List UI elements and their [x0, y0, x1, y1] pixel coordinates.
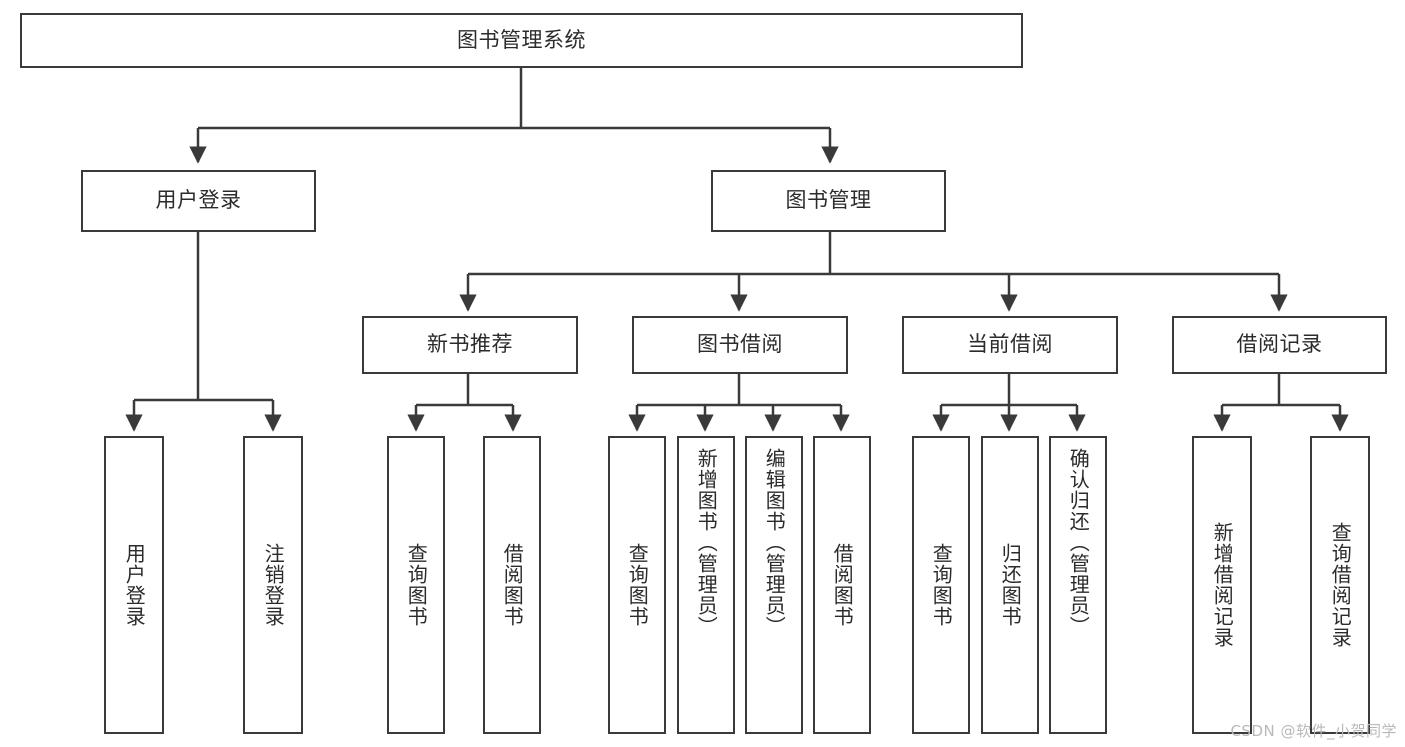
leaf-borrow-record-add[interactable]: 新增借阅记录	[1192, 436, 1252, 734]
leaf-book-borrow-add[interactable]: 新增图书（管理员）	[677, 436, 735, 734]
leaf-book-borrow-edit[interactable]: 编辑图书（管理员）	[745, 436, 803, 734]
node-label: 查询图书	[625, 543, 650, 627]
leaf-borrow-record-query[interactable]: 查询借阅记录	[1310, 436, 1370, 734]
node-label: 图书管理	[785, 188, 872, 213]
node-label: 新书推荐	[427, 332, 513, 357]
leaf-new-book-query[interactable]: 查询图书	[387, 436, 445, 734]
leaf-user-login-signin[interactable]: 用户登录	[104, 436, 164, 734]
node-borrow-record[interactable]: 借阅记录	[1172, 316, 1387, 374]
node-label: 归还图书	[998, 543, 1023, 627]
node-label: 查询借阅记录	[1328, 522, 1353, 648]
csdn-watermark: CSDN @软件_小贺同学	[1230, 722, 1397, 740]
leaf-current-borrow-query[interactable]: 查询图书	[912, 436, 970, 734]
node-current-borrow[interactable]: 当前借阅	[902, 316, 1118, 374]
node-label: 图书管理系统	[457, 27, 586, 52]
leaf-user-login-signout[interactable]: 注销登录	[243, 436, 303, 734]
node-new-book-recommend[interactable]: 新书推荐	[362, 316, 578, 374]
node-book-management[interactable]: 图书管理	[711, 170, 946, 232]
node-label: 借阅图书	[500, 543, 525, 627]
node-label: 注销登录	[261, 543, 286, 627]
node-label: 查询图书	[404, 543, 429, 627]
node-label: 图书借阅	[697, 332, 783, 357]
node-label: 当前借阅	[967, 332, 1053, 357]
node-label: 确认归还（管理员）	[1066, 448, 1091, 637]
node-label: 编辑图书（管理员）	[762, 448, 787, 637]
node-label: 借阅图书	[830, 543, 855, 627]
leaf-book-borrow-borrow[interactable]: 借阅图书	[813, 436, 871, 734]
leaf-current-borrow-confirm-return[interactable]: 确认归还（管理员）	[1049, 436, 1107, 734]
leaf-new-book-borrow[interactable]: 借阅图书	[483, 436, 541, 734]
node-label: 新增图书（管理员）	[694, 448, 719, 637]
node-label: 用户登录	[122, 543, 147, 627]
node-book-borrow[interactable]: 图书借阅	[632, 316, 848, 374]
node-label: 查询图书	[929, 543, 954, 627]
leaf-current-borrow-return[interactable]: 归还图书	[981, 436, 1039, 734]
node-label: 新增借阅记录	[1210, 522, 1235, 648]
node-label: 借阅记录	[1236, 332, 1323, 357]
leaf-book-borrow-query[interactable]: 查询图书	[608, 436, 666, 734]
node-label: 用户登录	[155, 188, 242, 213]
node-root-book-management-system[interactable]: 图书管理系统	[20, 13, 1023, 68]
node-user-login[interactable]: 用户登录	[81, 170, 316, 232]
